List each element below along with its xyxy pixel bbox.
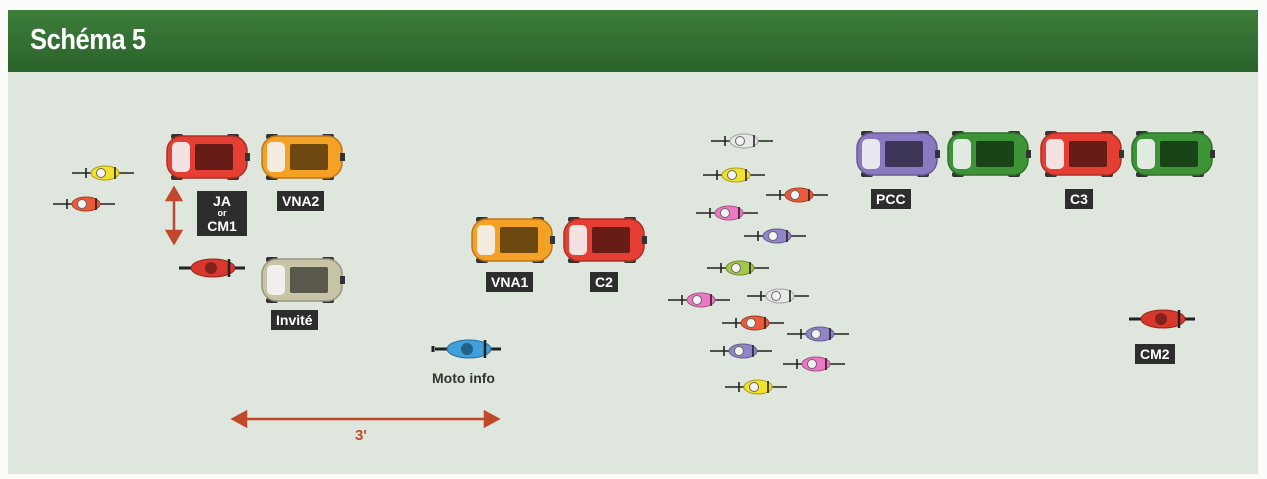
motorbike-cm1-icon [179,258,245,278]
bicycle-rider-5-icon [766,187,828,203]
bicycle-rider-10-icon [668,292,730,308]
label-pcc: PCC [871,189,911,209]
label-ja: JA [213,193,231,209]
bicycle-rider-3-icon [711,133,773,149]
distance-arrow-icon [230,409,501,429]
car-pcc-icon [856,131,940,177]
bicycle-rider-15-icon [725,379,787,395]
label-c2: C2 [590,272,618,292]
bicycle-rider-2-icon [53,196,115,212]
label-cm2: CM2 [1135,344,1175,364]
vertical-double-arrow-icon [164,185,184,246]
label-vna1: VNA1 [486,272,534,292]
car-vna2-icon [261,134,345,180]
label-c3: C3 [1065,189,1093,209]
bicycle-rider-9-icon [747,288,809,304]
car-c2-icon [563,217,647,263]
bicycle-rider-4-icon [703,167,765,183]
motorbike-cm2-icon [1129,309,1195,329]
cars-layer [166,131,1215,303]
car-ja-icon [166,134,250,180]
label-invite: Invité [271,310,318,330]
motorbikes-layer [179,258,1195,359]
bicycle-rider-6-icon [696,205,758,221]
bicycle-rider-14-icon [783,356,845,372]
car-invite-icon [261,257,345,303]
bicycle-rider-7-icon [744,228,806,244]
car-c3-icon [1040,131,1124,177]
header-bar: Schéma 5 [8,10,1258,72]
page-title: Schéma 5 [30,24,146,56]
label-moto-info: Moto info [432,370,495,386]
label-or: or [217,208,227,218]
bicycle-rider-12-icon [787,326,849,342]
bicycle-rider-11-icon [722,315,784,331]
motorbike-moto-info-icon [431,339,501,359]
label-cm1: CM1 [207,218,237,234]
bicycle-rider-13-icon [710,343,772,359]
distance-label: 3' [355,427,367,444]
car-vna1-icon [471,217,555,263]
label-vna2: VNA2 [277,191,325,211]
label-ja-cm1: JA or CM1 [197,191,247,236]
car-green-2-icon [1131,131,1215,177]
bicycles-layer [53,133,849,395]
bicycle-rider-1-icon [72,165,134,181]
car-green-1-icon [947,131,1031,177]
bicycle-rider-8-icon [707,260,769,276]
